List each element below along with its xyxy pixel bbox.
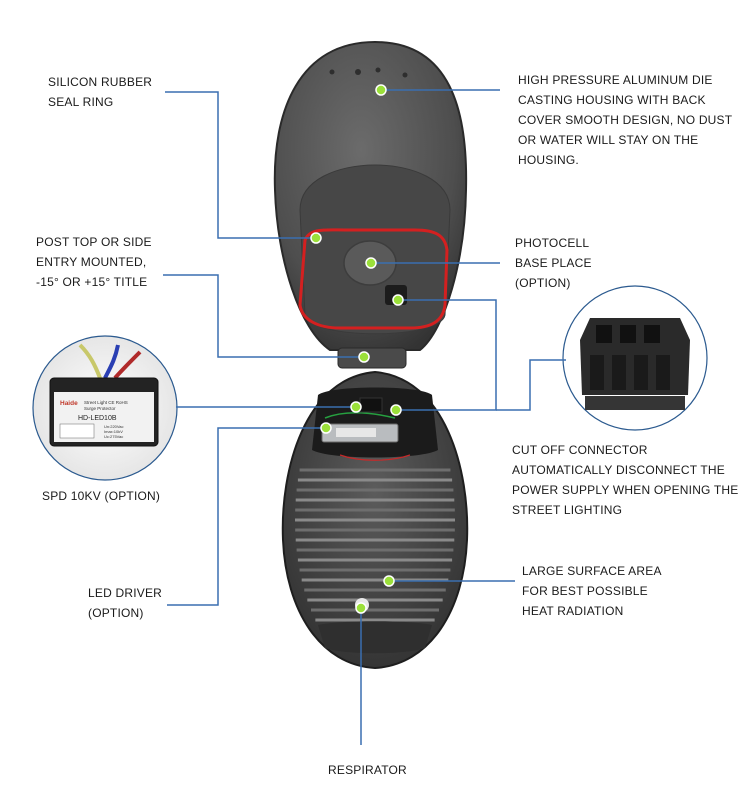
leader-mount: [163, 274, 364, 358]
label-respirator-line: RESPIRATOR: [328, 763, 407, 777]
leader-seal: [165, 91, 316, 239]
spd-spec1: Un:220Vac: [104, 424, 124, 429]
label-seal-ring-line: SEAL RING: [48, 95, 114, 109]
dot-respirator: [355, 602, 367, 614]
spd-line2: Surge Protector: [84, 406, 116, 411]
spd-spec2: Imax:10kV: [104, 429, 123, 434]
label-driver-line: LED DRIVER: [88, 586, 163, 600]
seal-ring: [298, 228, 449, 330]
label-driver: LED DRIVER (OPTION): [88, 583, 162, 623]
label-cutoff-line: STREET LIGHTING: [512, 503, 623, 517]
label-cutoff-line: POWER SUPPLY WHEN OPENING THE: [512, 483, 739, 497]
label-housing-line: COVER SMOOTH DESIGN, NO DUST: [518, 113, 733, 127]
dot-spd: [350, 401, 362, 413]
label-photocell-line: (OPTION): [515, 276, 571, 290]
leader-driver: [167, 427, 326, 606]
spd-line1: Street Light CE RoHS: [84, 400, 128, 405]
label-mount-line: POST TOP OR SIDE: [36, 235, 152, 249]
spd-model: HD-LED10B: [78, 415, 117, 422]
label-heatsink: LARGE SURFACE AREA FOR BEST POSSIBLE HEAT …: [522, 561, 662, 621]
spd-spec3: Uc:275Vac: [104, 434, 123, 439]
heatsink-fins: [295, 468, 455, 622]
label-mount-line: -15° OR +15° TITLE: [36, 275, 148, 289]
label-respirator: RESPIRATOR: [328, 760, 407, 780]
label-housing-line: HOUSING.: [518, 153, 579, 167]
label-driver-line: (OPTION): [88, 606, 144, 620]
dot-connector: [390, 404, 402, 416]
label-spd-line: SPD 10KV (OPTION): [42, 489, 161, 503]
spd-brand: Haide: [60, 400, 78, 407]
dot-housing: [375, 84, 387, 96]
label-photocell: PHOTOCELL BASE PLACE (OPTION): [515, 233, 592, 293]
dot-photocell: [365, 257, 377, 269]
label-seal-ring-line: SILICON RUBBER: [48, 75, 153, 89]
dot-heatsink: [383, 575, 395, 587]
label-heatsink-line: LARGE SURFACE AREA: [522, 564, 662, 578]
label-heatsink-line: FOR BEST POSSIBLE: [522, 584, 648, 598]
label-housing-line: OR WATER WILL STAY ON THE: [518, 133, 699, 147]
label-mount-line: ENTRY MOUNTED,: [36, 255, 147, 269]
label-cutoff: CUT OFF CONNECTOR AUTOMATICALLY DISCONNEC…: [512, 440, 739, 520]
label-housing: HIGH PRESSURE ALUMINUM DIE CASTING HOUSIN…: [518, 70, 732, 170]
top-cover: [273, 40, 468, 369]
dot-latch: [392, 294, 404, 306]
dot-seal: [310, 232, 322, 244]
spd-inset: Haide Street Light CE RoHS Surge Protect…: [32, 335, 178, 481]
connector-inset: [562, 285, 708, 431]
label-cutoff-line: CUT OFF CONNECTOR: [512, 443, 648, 457]
label-photocell-line: PHOTOCELL: [515, 236, 590, 250]
label-photocell-line: BASE PLACE: [515, 256, 592, 270]
label-heatsink-line: HEAT RADIATION: [522, 604, 624, 618]
dot-hinge: [358, 351, 370, 363]
label-housing-line: HIGH PRESSURE ALUMINUM DIE: [518, 73, 713, 87]
label-cutoff-line: AUTOMATICALLY DISCONNECT THE: [512, 463, 725, 477]
label-mount: POST TOP OR SIDE ENTRY MOUNTED, -15° OR +1…: [36, 232, 152, 292]
marker-dots: [310, 84, 404, 614]
label-seal-ring: SILICON RUBBER SEAL RING: [48, 72, 152, 112]
label-housing-line: CASTING HOUSING WITH BACK: [518, 93, 706, 107]
leader-cutoff-inset: [496, 359, 566, 411]
leader-lines: [163, 89, 566, 745]
dot-driver: [320, 422, 332, 434]
leader-cutoff-top: [396, 299, 497, 411]
label-spd: SPD 10KV (OPTION): [42, 486, 160, 506]
